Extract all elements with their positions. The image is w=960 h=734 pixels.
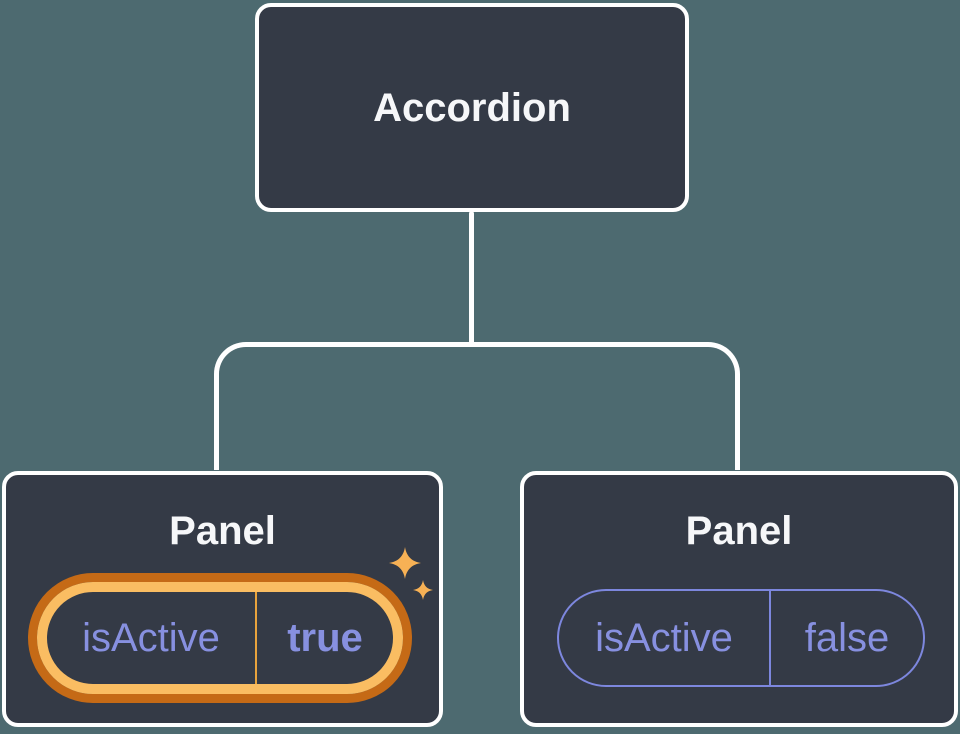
component-box-accordion: Accordion — [255, 3, 689, 212]
state-value-label: true — [287, 616, 363, 660]
state-pill-plain: isActive false — [557, 589, 925, 687]
component-box-panel-2: Panel isActive false — [520, 471, 958, 727]
sparkle-icon-small — [413, 580, 433, 600]
connector-root-stem — [469, 211, 474, 347]
component-box-panel-1: Panel isActive true — [2, 471, 443, 727]
state-pill-highlighted: isActive true — [37, 582, 403, 694]
state-key-label: isActive — [559, 591, 771, 685]
state-highlight-ring: isActive true — [28, 573, 412, 703]
accordion-label: Accordion — [373, 85, 571, 130]
sparkle-icon-large — [388, 547, 422, 579]
state-value-label: false — [804, 616, 890, 660]
connector-branch — [214, 342, 740, 470]
state-key-label: isActive — [47, 592, 257, 684]
panel-2-label: Panel — [685, 509, 793, 553]
panel-1-label: Panel — [169, 509, 276, 553]
